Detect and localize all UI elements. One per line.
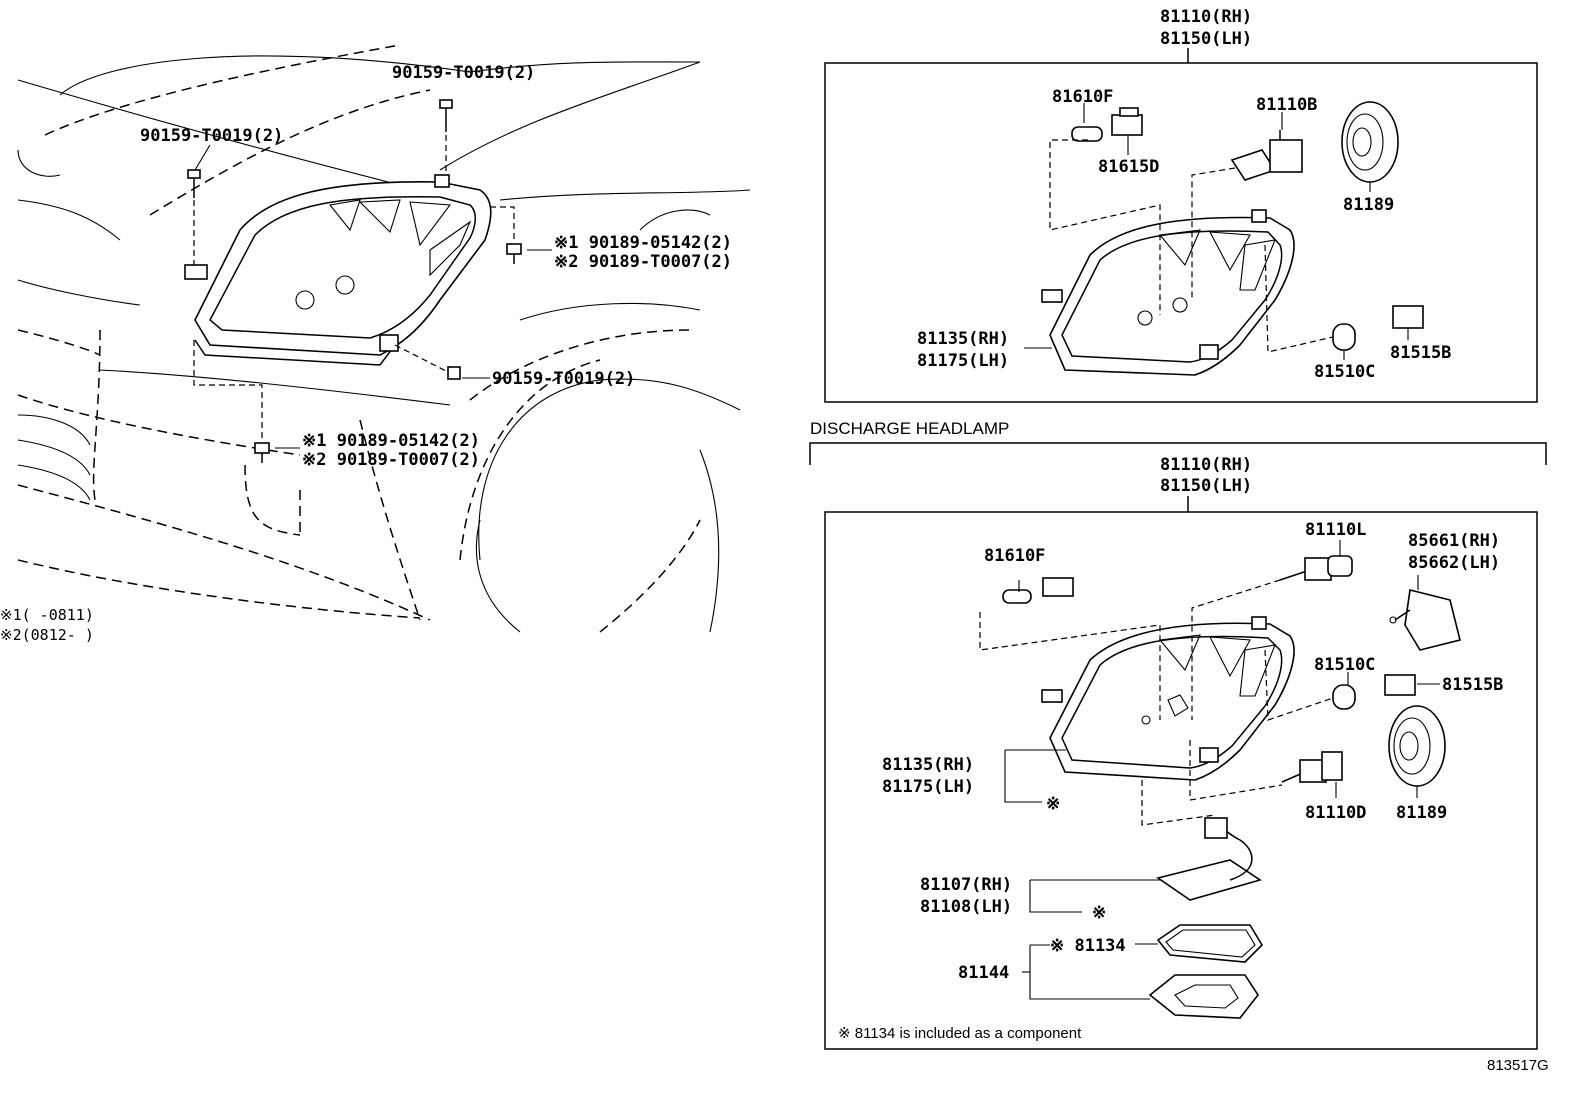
lower-label-81189: 81189 [1396,803,1447,823]
label-clip-right-2: ※2 90189-T0007(2) [554,252,732,272]
bulb-81510c-lower-icon [1332,684,1356,710]
label-bolt-top: 90159-T0019(2) [392,63,535,83]
lower-label-81510c: 81510C [1314,655,1375,675]
lower-label-81515b: 81515B [1442,675,1503,695]
socket-81515b-lower-icon [1384,674,1416,696]
upper-assy-rh: 81110(RH) [1160,7,1252,27]
bulb-81610f-lower-icon [1002,577,1074,604]
lower-label-81610f: 81610F [984,546,1045,566]
lower-footnote: ※ 81134 is included as a component [838,1025,1082,1042]
bolt-bottom-icon [447,366,461,380]
lower-label-ballast-lh: 81108(LH) [920,897,1012,917]
lower-label-ballast-rh: 81107(RH) [920,875,1012,895]
label-clip-bottom-1: ※1 90189-05142(2) [302,431,480,451]
lower-mark-housing: ※ [1046,794,1060,814]
lower-label-81110l: 81110L [1305,520,1366,540]
upper-small-parts [1024,101,1424,360]
bulb-81610f-icon [1071,126,1103,142]
lower-label-85661: 85661(RH) [1408,531,1500,551]
label-bolt-bottom: 90159-T0019(2) [492,369,635,389]
socket-81615d-icon [1111,107,1143,136]
bulb-81110d-icon [1281,751,1343,783]
lower-label-81110d: 81110D [1305,803,1366,823]
upper-assy-lh: 81150(LH) [1160,29,1252,49]
cover-81189-icon [1341,101,1399,183]
legend-2: ※2(0812- ) [0,626,94,644]
legend-1: ※1( -0811) [0,606,94,624]
label-bolt-left: 90159-T0019(2) [140,126,283,146]
label-clip-bottom-2: ※2 90189-T0007(2) [302,450,480,470]
figure-code: 813517G [1487,1057,1549,1074]
gasket-81134-icon [1156,924,1264,963]
upper-label-housing-rh: 81135(RH) [917,329,1009,349]
section-title-discharge: DISCHARGE HEADLAMP [810,419,1009,438]
vehicle-front-illustration [17,44,751,633]
upper-label-housing-lh: 81175(LH) [917,351,1009,371]
clip-bottom-icon [254,442,270,463]
actuator-85661-icon [1389,589,1461,651]
bolt-left-icon [187,169,201,198]
bulb-81510c-icon [1332,323,1356,351]
lower-label-85662: 85662(LH) [1408,553,1500,573]
section-bracket [809,442,1547,465]
lower-headlamp-housing [1041,616,1295,781]
socket-81515b-icon [1392,305,1424,329]
bulb-81110l-icon [1279,555,1353,581]
upper-label-81510c: 81510C [1314,362,1375,382]
cover-81144-icon [1148,974,1259,1019]
lower-label-81134: ※ 81134 [1050,936,1126,956]
lower-small-parts [979,540,1461,1019]
lower-assembly-frame [824,511,1538,1050]
upper-assembly-frame [824,62,1538,403]
upper-label-81515b: 81515B [1390,343,1451,363]
label-clip-right-1: ※1 90189-05142(2) [554,233,732,253]
left-headlamp-assembly [184,174,492,366]
upper-label-81189: 81189 [1343,195,1394,215]
lower-label-81144: 81144 [958,963,1009,983]
upper-label-81610f: 81610F [1052,87,1113,107]
bolt-top-icon [439,99,453,132]
clip-right-icon [506,243,522,264]
bulb-81110b-icon [1230,130,1303,181]
upper-headlamp-housing [1041,209,1295,376]
upper-label-81615d: 81615D [1098,157,1159,177]
lower-assy-rh: 81110(RH) [1160,455,1252,475]
lower-assy-lh: 81150(LH) [1160,476,1252,496]
cover-81189-lower-icon [1388,705,1446,787]
lower-label-housing-rh: 81135(RH) [882,755,974,775]
left-fasteners [187,99,552,463]
lower-label-housing-lh: 81175(LH) [882,777,974,797]
ballast-81107-icon [1156,817,1262,901]
upper-label-81110b: 81110B [1256,95,1317,115]
lower-mark-ballast: ※ [1092,903,1106,923]
